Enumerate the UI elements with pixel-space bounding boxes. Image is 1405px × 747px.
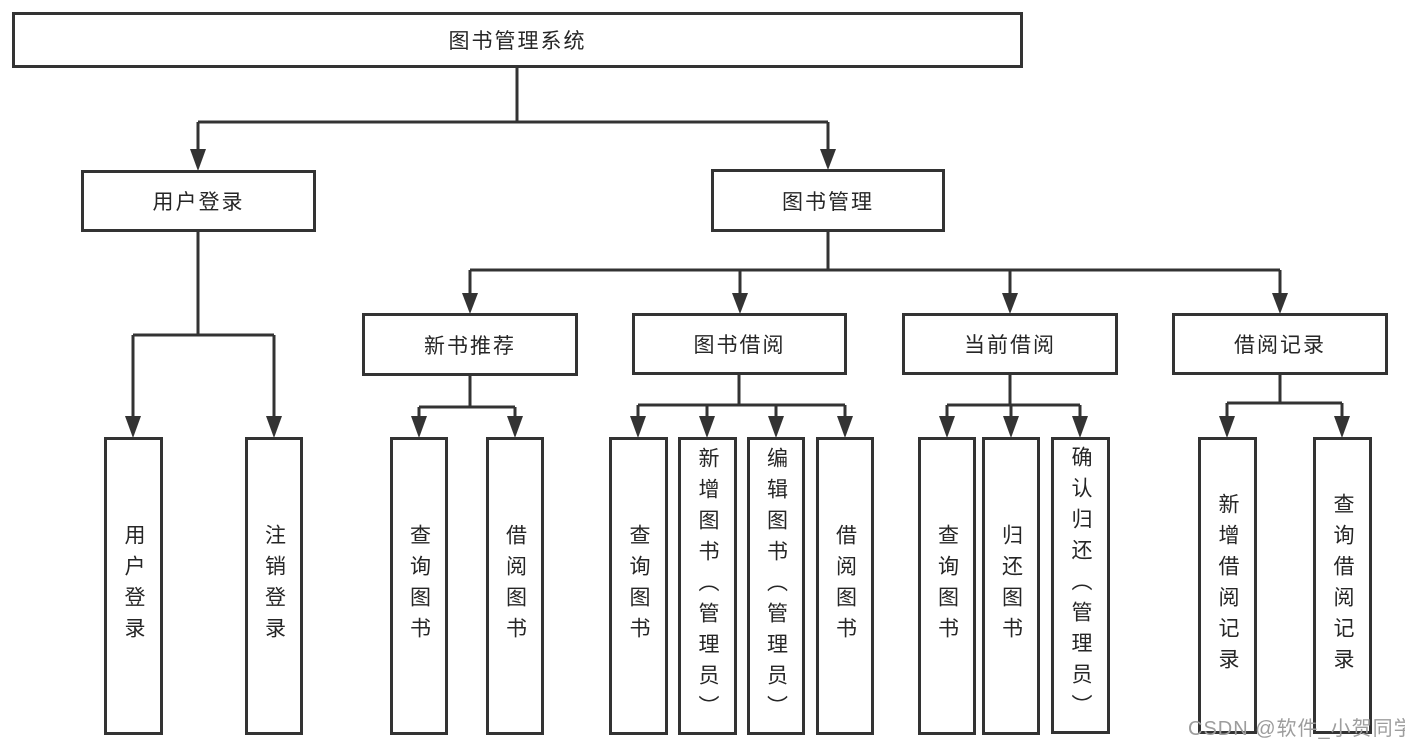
node-query-books-borrow-label: 查询图书: [627, 524, 650, 648]
node-add-books-admin: 新增图书（管理员）: [678, 437, 737, 735]
node-new-book-recommend-label: 新书推荐: [424, 334, 516, 358]
arrowhead-icon: [1072, 416, 1088, 438]
node-add-borrow-record: 新增借阅记录: [1198, 437, 1257, 734]
node-current-borrowing-label: 当前借阅: [964, 334, 1056, 357]
node-new-book-recommend: 新书推荐: [362, 313, 578, 376]
arrowhead-icon: [1219, 416, 1235, 438]
node-edit-books-admin-label: 编辑图书（管理员）: [764, 446, 788, 726]
node-edit-books-admin: 编辑图书（管理员）: [747, 437, 805, 735]
arrowhead-icon: [507, 416, 523, 438]
node-borrowing-records-label: 借阅记录: [1234, 334, 1326, 357]
node-borrow-books-label: 借阅图书: [833, 524, 857, 648]
arrowhead-icon: [1002, 293, 1018, 314]
node-book-management-label: 图书管理: [782, 190, 874, 214]
node-query-books-current-label: 查询图书: [935, 524, 959, 648]
arrowhead-icon: [1003, 416, 1019, 438]
arrowhead-icon: [699, 416, 715, 438]
node-confirm-return-admin: 确认归还（管理员）: [1051, 437, 1110, 734]
arrowhead-icon: [190, 149, 206, 171]
node-confirm-return-admin-label: 确认归还（管理员）: [1069, 446, 1092, 725]
arrowhead-icon: [837, 416, 853, 438]
node-query-books-recommend-label: 查询图书: [407, 524, 431, 648]
arrowhead-icon: [266, 416, 282, 438]
node-query-books-borrow: 查询图书: [609, 437, 668, 735]
node-logout: 注销登录: [245, 437, 303, 735]
node-book-borrowing-label: 图书借阅: [693, 334, 786, 357]
arrowhead-icon: [1334, 416, 1350, 438]
node-borrow-books-recommend-label: 借阅图书: [503, 524, 527, 648]
node-root: 图书管理系统: [12, 12, 1023, 68]
node-user-login-leaf: 用户登录: [104, 437, 163, 735]
node-query-borrow-record-label: 查询借阅记录: [1331, 492, 1354, 679]
node-query-books-recommend: 查询图书: [390, 437, 448, 735]
node-query-borrow-record: 查询借阅记录: [1313, 437, 1372, 734]
arrowhead-icon: [732, 293, 748, 314]
node-return-books-label: 归还图书: [999, 524, 1023, 648]
node-query-books-current: 查询图书: [918, 437, 976, 735]
node-return-books: 归还图书: [982, 437, 1040, 735]
arrowhead-icon: [411, 416, 427, 438]
node-add-borrow-record-label: 新增借阅记录: [1216, 492, 1239, 679]
node-user-login: 用户登录: [81, 170, 316, 232]
node-root-label: 图书管理系统: [448, 30, 587, 53]
node-borrow-books-recommend: 借阅图书: [486, 437, 544, 735]
arrowhead-icon: [820, 149, 836, 170]
arrowhead-icon: [125, 416, 141, 438]
arrowhead-icon: [462, 293, 478, 314]
node-book-borrowing: 图书借阅: [632, 313, 847, 375]
node-user-login-label: 用户登录: [152, 191, 245, 214]
node-user-login-leaf-label: 用户登录: [122, 524, 145, 648]
arrowhead-icon: [1272, 293, 1288, 314]
arrowhead-icon: [939, 416, 955, 438]
watermark: CSDN @软件_小贺同学: [1188, 718, 1405, 740]
node-logout-label: 注销登录: [262, 524, 286, 648]
connector-path: [133, 68, 1342, 409]
arrow-stems: [131, 122, 1344, 420]
node-add-books-admin-label: 新增图书（管理员）: [696, 446, 719, 726]
node-borrowing-records: 借阅记录: [1172, 313, 1388, 375]
arrowhead-icon: [768, 416, 784, 438]
node-current-borrowing: 当前借阅: [902, 313, 1118, 375]
node-book-management: 图书管理: [711, 169, 945, 232]
node-borrow-books: 借阅图书: [816, 437, 874, 735]
arrowhead-icon: [630, 416, 646, 438]
